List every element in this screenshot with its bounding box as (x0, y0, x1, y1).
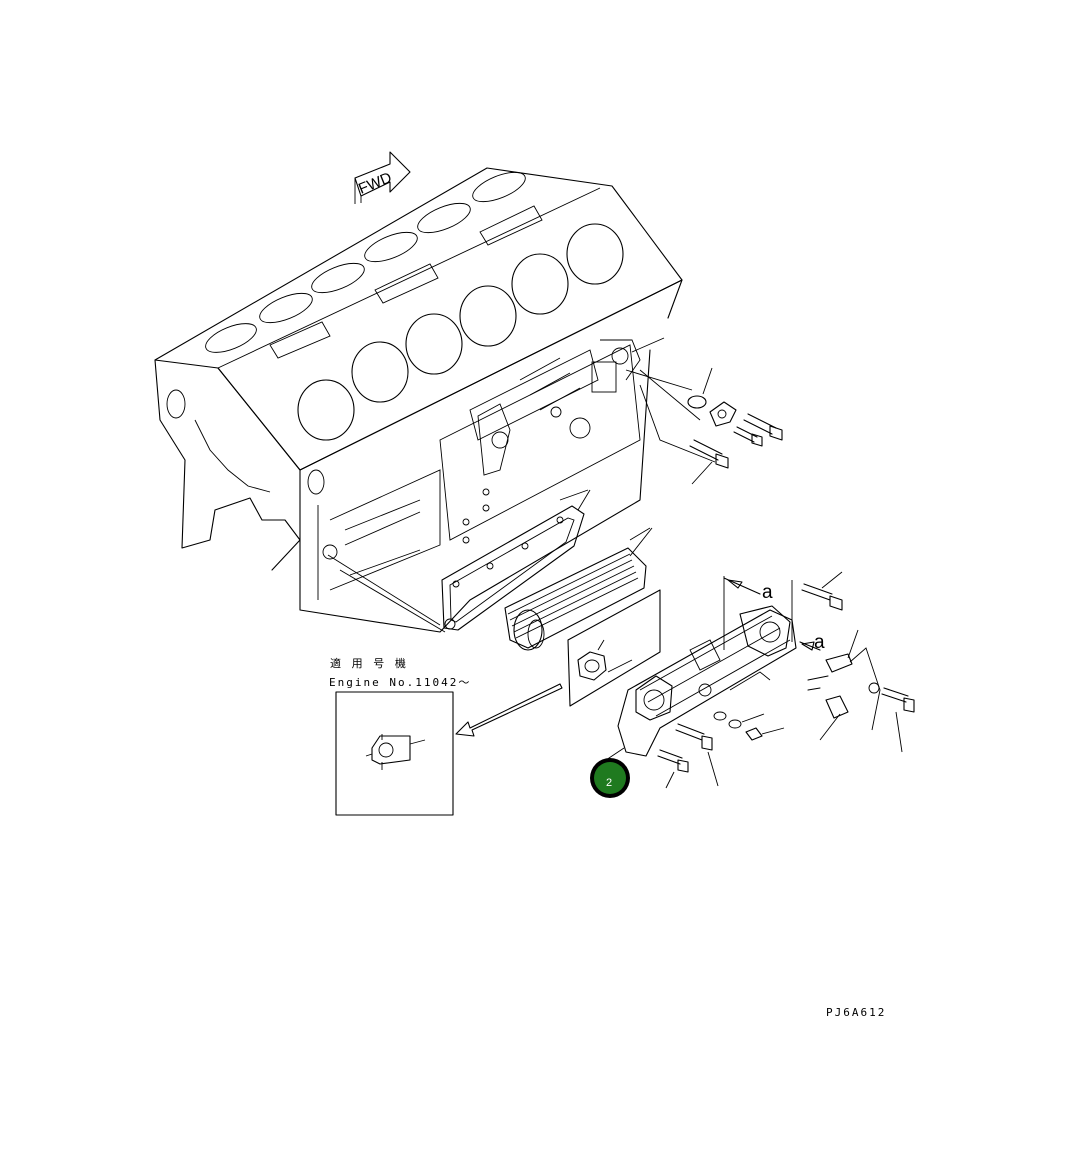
applicable-models-label: 適 用 号 機 (330, 656, 408, 670)
view-label-a-top: a (762, 582, 773, 603)
leader-lines (327, 337, 716, 633)
fwd-arrow: FWD (354, 151, 411, 204)
fwd-label: FWD (356, 169, 394, 198)
cylinder-block (154, 167, 683, 633)
oil-cooler-element (504, 527, 653, 651)
oil-cooler-gasket (441, 489, 591, 631)
variant-pointer-arrow (455, 683, 563, 737)
variant-detail-box: 適 用 号 機 Engine No.11042～ (329, 656, 471, 816)
plug-and-flange (687, 367, 737, 427)
callout-bubble (594, 762, 626, 794)
drawing-code: PJ6A612 (826, 1006, 886, 1019)
callout-number: 2 (606, 777, 612, 789)
bolts-upper (689, 413, 783, 485)
bolts-right (801, 571, 915, 753)
view-label-a-side: a (814, 632, 825, 653)
view-a-markers: a a (723, 576, 825, 653)
engine-number-label: Engine No.11042～ (329, 676, 471, 689)
oil-cooler-cover (599, 605, 797, 765)
callout-part-2[interactable]: 2 (590, 758, 630, 798)
washers-and-nuts (657, 711, 785, 789)
gasket-panel (567, 589, 661, 707)
